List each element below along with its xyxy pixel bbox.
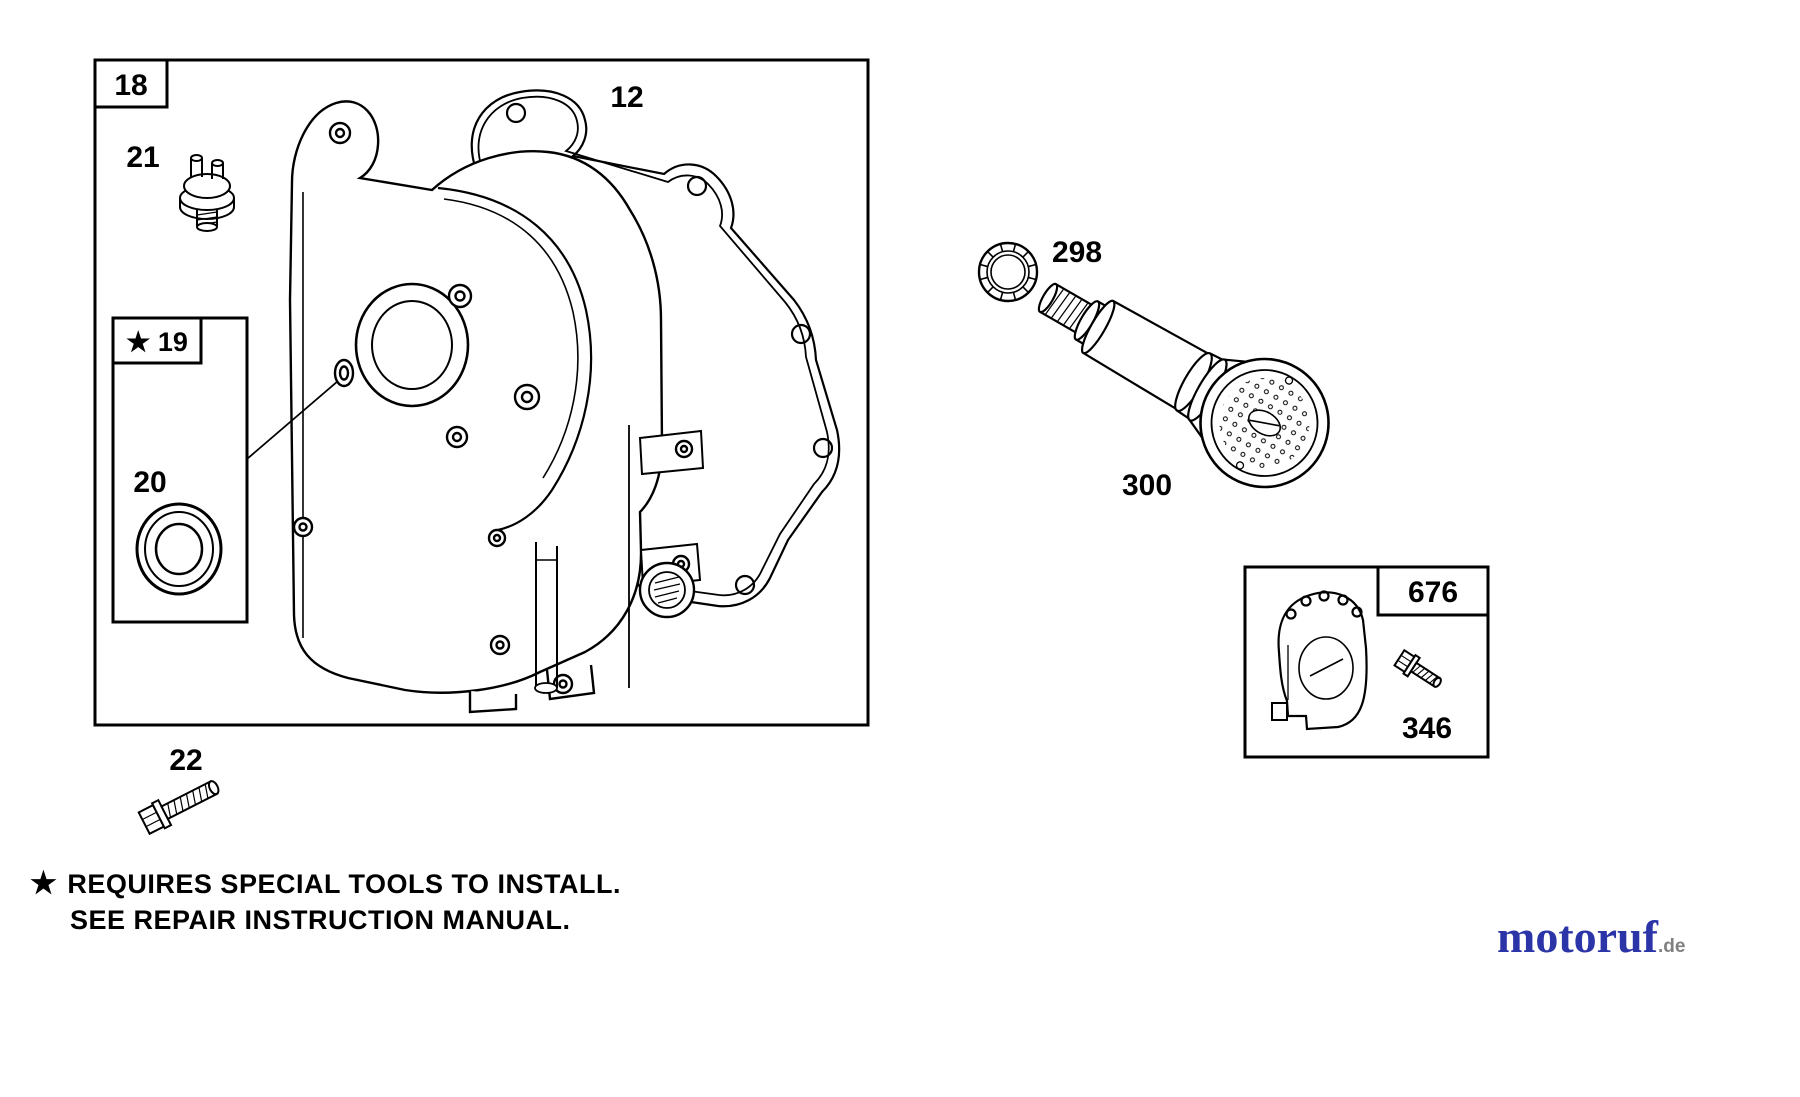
part-label-300: 300 — [1122, 469, 1172, 502]
footnote: ★ REQUIRES SPECIAL TOOLS TO INSTALL. SEE … — [30, 866, 621, 938]
bolt-drawing — [137, 780, 220, 836]
oil-seal-drawing — [135, 502, 223, 596]
part-label-22: 22 — [169, 744, 202, 777]
oil-plug-drawing — [179, 154, 235, 232]
box-676: 676 346 — [1243, 565, 1490, 759]
special-tools-star-icon: ★ — [30, 867, 58, 900]
part-label-18: 18 — [114, 69, 147, 102]
cover-plate-drawing — [1271, 590, 1368, 731]
part-label-20: 20 — [133, 466, 166, 499]
part-label-346: 346 — [1402, 712, 1452, 745]
screw-drawing — [1393, 648, 1442, 688]
brand-name: motoruf — [1497, 911, 1658, 962]
part-label-12: 12 — [610, 81, 643, 114]
part-label-19: ★ 19 — [126, 327, 188, 357]
footnote-text-2: SEE REPAIR INSTRUCTION MANUAL. — [70, 905, 571, 935]
footnote-line-1: ★ REQUIRES SPECIAL TOOLS TO INSTALL. — [30, 866, 621, 902]
special-tools-box-19: ★ 19 20 — [111, 316, 249, 624]
part-label-676: 676 — [1408, 576, 1458, 609]
main-frame-box — [93, 58, 870, 727]
footnote-line-2: SEE REPAIR INSTRUCTION MANUAL. — [30, 902, 621, 938]
part-label-21: 21 — [126, 141, 159, 174]
crankcase-cover-drawing — [246, 100, 705, 714]
part-label-298: 298 — [1052, 236, 1102, 269]
brand-tld: .de — [1657, 936, 1686, 957]
footnote-text-1: REQUIRES SPECIAL TOOLS TO INSTALL. — [67, 869, 621, 899]
lock-washer-drawing — [977, 241, 1039, 303]
brand-logo: motoruf.de — [1497, 910, 1685, 963]
muffler-drawing — [1037, 282, 1330, 489]
label-box-18 — [93, 58, 169, 109]
